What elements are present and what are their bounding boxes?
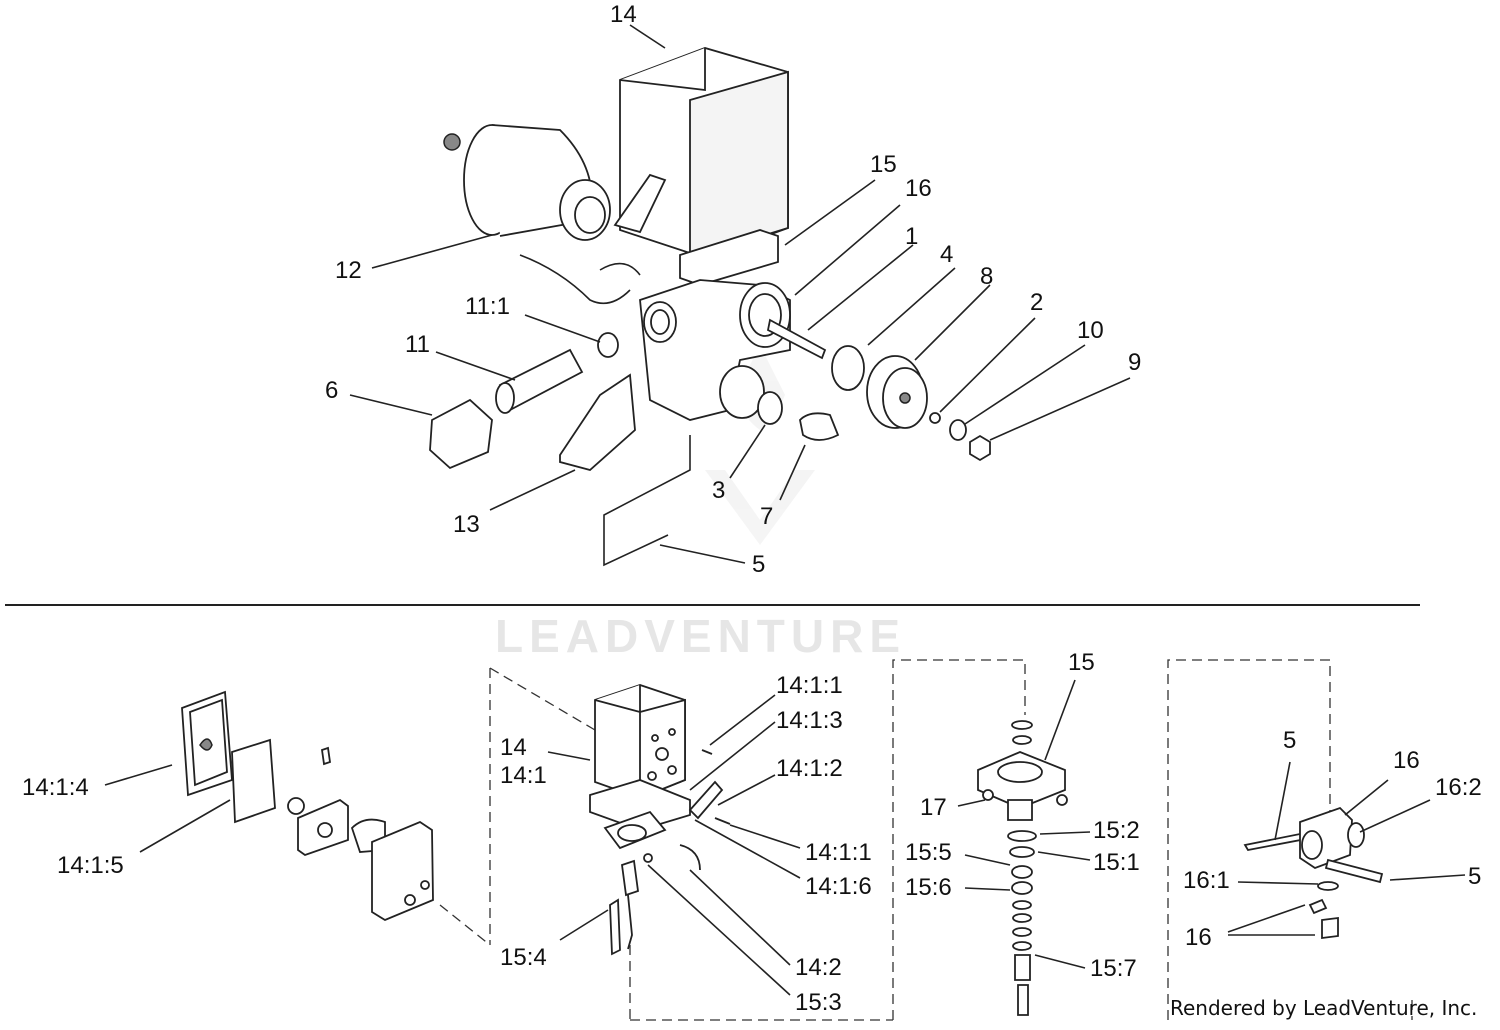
label-14-1-5: 14:1:5 — [57, 852, 124, 879]
label-14-1-3: 14:1:3 — [776, 707, 843, 734]
label-14-1-4: 14:1:4 — [22, 774, 89, 801]
label-16-c: 16 — [1185, 924, 1212, 951]
label-6: 6 — [325, 377, 338, 404]
fitting-labels: 5 16 16:2 16:1 5 16 — [1183, 727, 1482, 951]
upper-assembly — [429, 47, 991, 567]
fitting-leaders — [1227, 761, 1466, 936]
solenoid-labels: 14:1:1 14:1:3 14 14:1 14:1:2 14:1:1 14:1… — [500, 672, 872, 1016]
label-8: 8 — [980, 263, 993, 290]
label-15-5: 15:5 — [905, 839, 952, 866]
label-14-1-1-a: 14:1:1 — [776, 672, 843, 699]
label-4: 4 — [940, 241, 953, 268]
label-16: 16 — [905, 175, 932, 202]
label-15-2: 15:2 — [1093, 817, 1140, 844]
cover-leaders — [104, 667, 596, 946]
label-14: 14 — [610, 1, 637, 28]
solenoid-assembly — [589, 684, 731, 956]
label-12: 12 — [335, 257, 362, 284]
label-7: 7 — [760, 503, 773, 530]
label-15-7: 15:7 — [1090, 955, 1137, 982]
label-14-1-6: 14:1:6 — [805, 873, 872, 900]
label-14-1-2: 14:1:2 — [776, 755, 843, 782]
label-11: 11 — [405, 331, 430, 358]
label-16-2: 16:2 — [1435, 774, 1482, 801]
valve-assembly — [892, 659, 1068, 1020]
label-1: 1 — [905, 223, 918, 250]
label-14-2: 14:2 — [795, 954, 842, 981]
watermark-text: LEADVENTURE — [495, 610, 906, 662]
label-17: 17 — [920, 794, 947, 821]
label-14-1-1-b: 14:1:1 — [805, 839, 872, 866]
label-5-b: 5 — [1283, 727, 1296, 754]
cover-assembly — [181, 690, 434, 922]
label-3: 3 — [712, 477, 725, 504]
solenoid-leaders — [547, 694, 893, 1021]
label-16-b: 16 — [1393, 747, 1420, 774]
label-15-1: 15:1 — [1093, 849, 1140, 876]
valve-labels: 15 17 15:2 15:5 15:1 15:6 15:7 — [905, 649, 1140, 982]
label-2: 2 — [1030, 289, 1043, 316]
valve-leaders — [957, 679, 1091, 969]
label-5-c: 5 — [1468, 863, 1481, 890]
cover-labels: 14:1:4 14:1:5 — [22, 774, 124, 879]
fitting-assembly — [1167, 659, 1413, 1020]
label-11-1: 11:1 — [465, 293, 510, 320]
label-15-6: 15:6 — [905, 874, 952, 901]
label-15-b: 15 — [1068, 649, 1095, 676]
label-10: 10 — [1077, 317, 1104, 344]
label-15-4: 15:4 — [500, 944, 547, 971]
label-13: 13 — [453, 511, 480, 538]
credit-text: Rendered by LeadVenture, Inc. — [1170, 996, 1477, 1020]
label-5: 5 — [752, 551, 765, 578]
label-14-b: 14 — [500, 734, 527, 761]
upper-labels: 14 15 16 1 4 8 2 10 9 12 11:1 11 6 3 7 1… — [325, 1, 1141, 578]
label-16-1: 16:1 — [1183, 867, 1230, 894]
label-15-3: 15:3 — [795, 989, 842, 1016]
label-15: 15 — [870, 151, 897, 178]
label-14-1: 14:1 — [500, 762, 547, 789]
upper-leaders — [349, 24, 1131, 564]
label-9: 9 — [1128, 349, 1141, 376]
